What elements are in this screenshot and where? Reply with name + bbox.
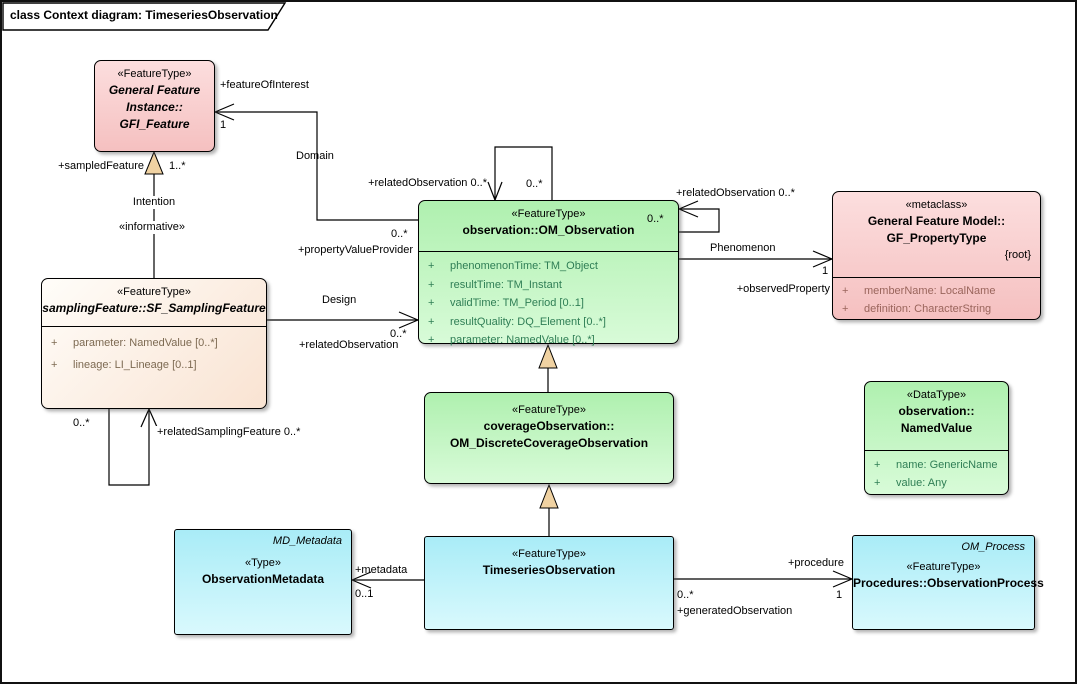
class-name-line: GF_PropertyType xyxy=(886,231,987,245)
stereotype: «Type» xyxy=(244,557,282,569)
class-namedvalue[interactable]: «DataType» observation:: NamedValue + na… xyxy=(864,381,1009,495)
multiplicity-label: 1 xyxy=(822,265,829,277)
attribute-row: + phenomenonTime: TM_Object xyxy=(428,260,598,272)
association-relatedobservation-right xyxy=(678,200,720,233)
role-label-metadata: +metadata xyxy=(355,564,408,576)
class-gfi-feature[interactable]: «FeatureType» General Feature Instance::… xyxy=(94,60,215,152)
class-name: samplingFeature::SF_SamplingFeature xyxy=(42,301,266,315)
generalization-timeseries xyxy=(539,483,559,536)
multiplicity-label: 0..* xyxy=(390,328,407,340)
stereotype: «FeatureType» xyxy=(117,286,191,298)
role-label-generatedobservation: +generatedObservation xyxy=(677,605,793,617)
class-observationmetadata[interactable]: MD_Metadata «Type» ObservationMetadata xyxy=(174,529,352,635)
multiplicity-label: 1..* xyxy=(169,160,186,172)
generalization-discretecoverage xyxy=(538,343,558,392)
role-label-sampledfeature: +sampledFeature xyxy=(58,160,144,172)
stereotype-label-informative: «informative» xyxy=(116,221,188,234)
association-relatedobservation-top xyxy=(487,146,553,201)
stereotype: «DataType» xyxy=(906,389,967,401)
role-label-propertyvalueprovider: +propertyValueProvider xyxy=(297,244,413,256)
attribute-row: + parameter: NamedValue [0..*] xyxy=(428,334,595,346)
class-name: ObservationMetadata xyxy=(201,572,325,586)
association-design xyxy=(267,311,419,329)
attribute-row: + memberName: LocalName xyxy=(842,285,996,297)
role-label-relatedobservation-right: +relatedObservation 0..* xyxy=(676,187,795,199)
attribute-row: + lineage: LI_Lineage [0..1] xyxy=(51,359,197,371)
classifier-label: OM_Process xyxy=(961,541,1025,553)
class-sf-samplingfeature[interactable]: «FeatureType» samplingFeature::SF_Sampli… xyxy=(41,278,267,409)
classifier-label: MD_Metadata xyxy=(272,535,342,547)
role-label-relatedobservation-top: +relatedObservation 0..* xyxy=(368,177,487,189)
class-name-line: General Feature xyxy=(108,83,201,97)
class-timeseriesobservation[interactable]: «FeatureType» TimeseriesObservation xyxy=(424,536,674,630)
stereotype: «FeatureType» xyxy=(906,561,981,573)
class-name-line: observation:: xyxy=(898,404,975,418)
multiplicity-label: 0..1 xyxy=(355,588,374,600)
association-name-phenomenon: Phenomenon xyxy=(710,242,776,254)
role-label-featureofinterest: +featureOfInterest xyxy=(220,79,309,91)
class-observationprocess[interactable]: OM_Process «FeatureType» Procedures::Obs… xyxy=(852,535,1044,630)
diagram-title: class Context diagram: TimeseriesObserva… xyxy=(10,8,278,22)
association-name-intention: Intention xyxy=(130,196,178,209)
class-name: TimeseriesObservation xyxy=(482,563,616,577)
association-relatedsamplingfeature xyxy=(108,408,158,486)
attribute-row: + resultQuality: DQ_Element [0..*] xyxy=(428,315,606,328)
class-name-line: coverageObservation:: xyxy=(483,419,615,433)
attribute-row: + resultTime: TM_Instant xyxy=(428,278,562,291)
generalization-sampledfeature xyxy=(144,150,164,278)
multiplicity-label: 1 xyxy=(836,589,843,601)
class-name-line: GFI_Feature xyxy=(119,117,190,131)
association-procedure xyxy=(674,570,853,588)
class-name-line: Instance:: xyxy=(126,100,183,114)
multiplicity-label: 1 xyxy=(220,119,227,131)
stereotype: «FeatureType» xyxy=(511,208,586,220)
root-tag: {root} xyxy=(1004,249,1031,261)
attribute-row: + validTime: TM_Period [0..1] xyxy=(428,297,584,309)
class-name-line: OM_DiscreteCoverageObservation xyxy=(449,436,649,450)
class-gf-propertytype[interactable]: «metaclass» General Feature Model:: GF_P… xyxy=(832,191,1041,320)
association-name-domain: Domain xyxy=(296,150,334,162)
class-name: observation::OM_Observation xyxy=(462,223,635,237)
role-label-relatedsamplingfeature: +relatedSamplingFeature 0..* xyxy=(155,426,303,439)
class-om-discretecoverageobservation[interactable]: «FeatureType» coverageObservation:: OM_D… xyxy=(424,392,674,484)
stereotype: «metaclass» xyxy=(905,199,968,211)
multiplicity-label: 0..* xyxy=(526,178,543,190)
class-name: Procedures::ObservationProcess xyxy=(853,576,1044,590)
attribute-row: + parameter: NamedValue [0..*] xyxy=(51,337,218,349)
stereotype: «FeatureType» xyxy=(117,68,192,80)
role-label-procedure: +procedure xyxy=(788,557,844,569)
association-name-design: Design xyxy=(322,294,357,306)
attribute-row: + value: Any xyxy=(874,477,947,489)
class-name-line: General Feature Model:: xyxy=(867,214,1006,228)
class-name-line: NamedValue xyxy=(900,421,973,435)
multiplicity-label: 0..* xyxy=(391,228,408,240)
attribute-row: + definition: CharacterString xyxy=(842,302,992,315)
role-label-observedproperty: +observedProperty xyxy=(736,283,830,295)
multiplicity-label: 0..* xyxy=(647,213,664,225)
role-label-relatedobservation: +relatedObservation xyxy=(299,339,399,351)
attribute-row: + name: GenericName xyxy=(874,459,998,471)
stereotype: «FeatureType» xyxy=(512,548,586,560)
multiplicity-label: 0..* xyxy=(677,589,694,601)
class-om-observation[interactable]: «FeatureType» observation::OM_Observatio… xyxy=(418,200,679,346)
stereotype: «FeatureType» xyxy=(512,404,586,416)
multiplicity-label: 0..* xyxy=(73,417,90,429)
